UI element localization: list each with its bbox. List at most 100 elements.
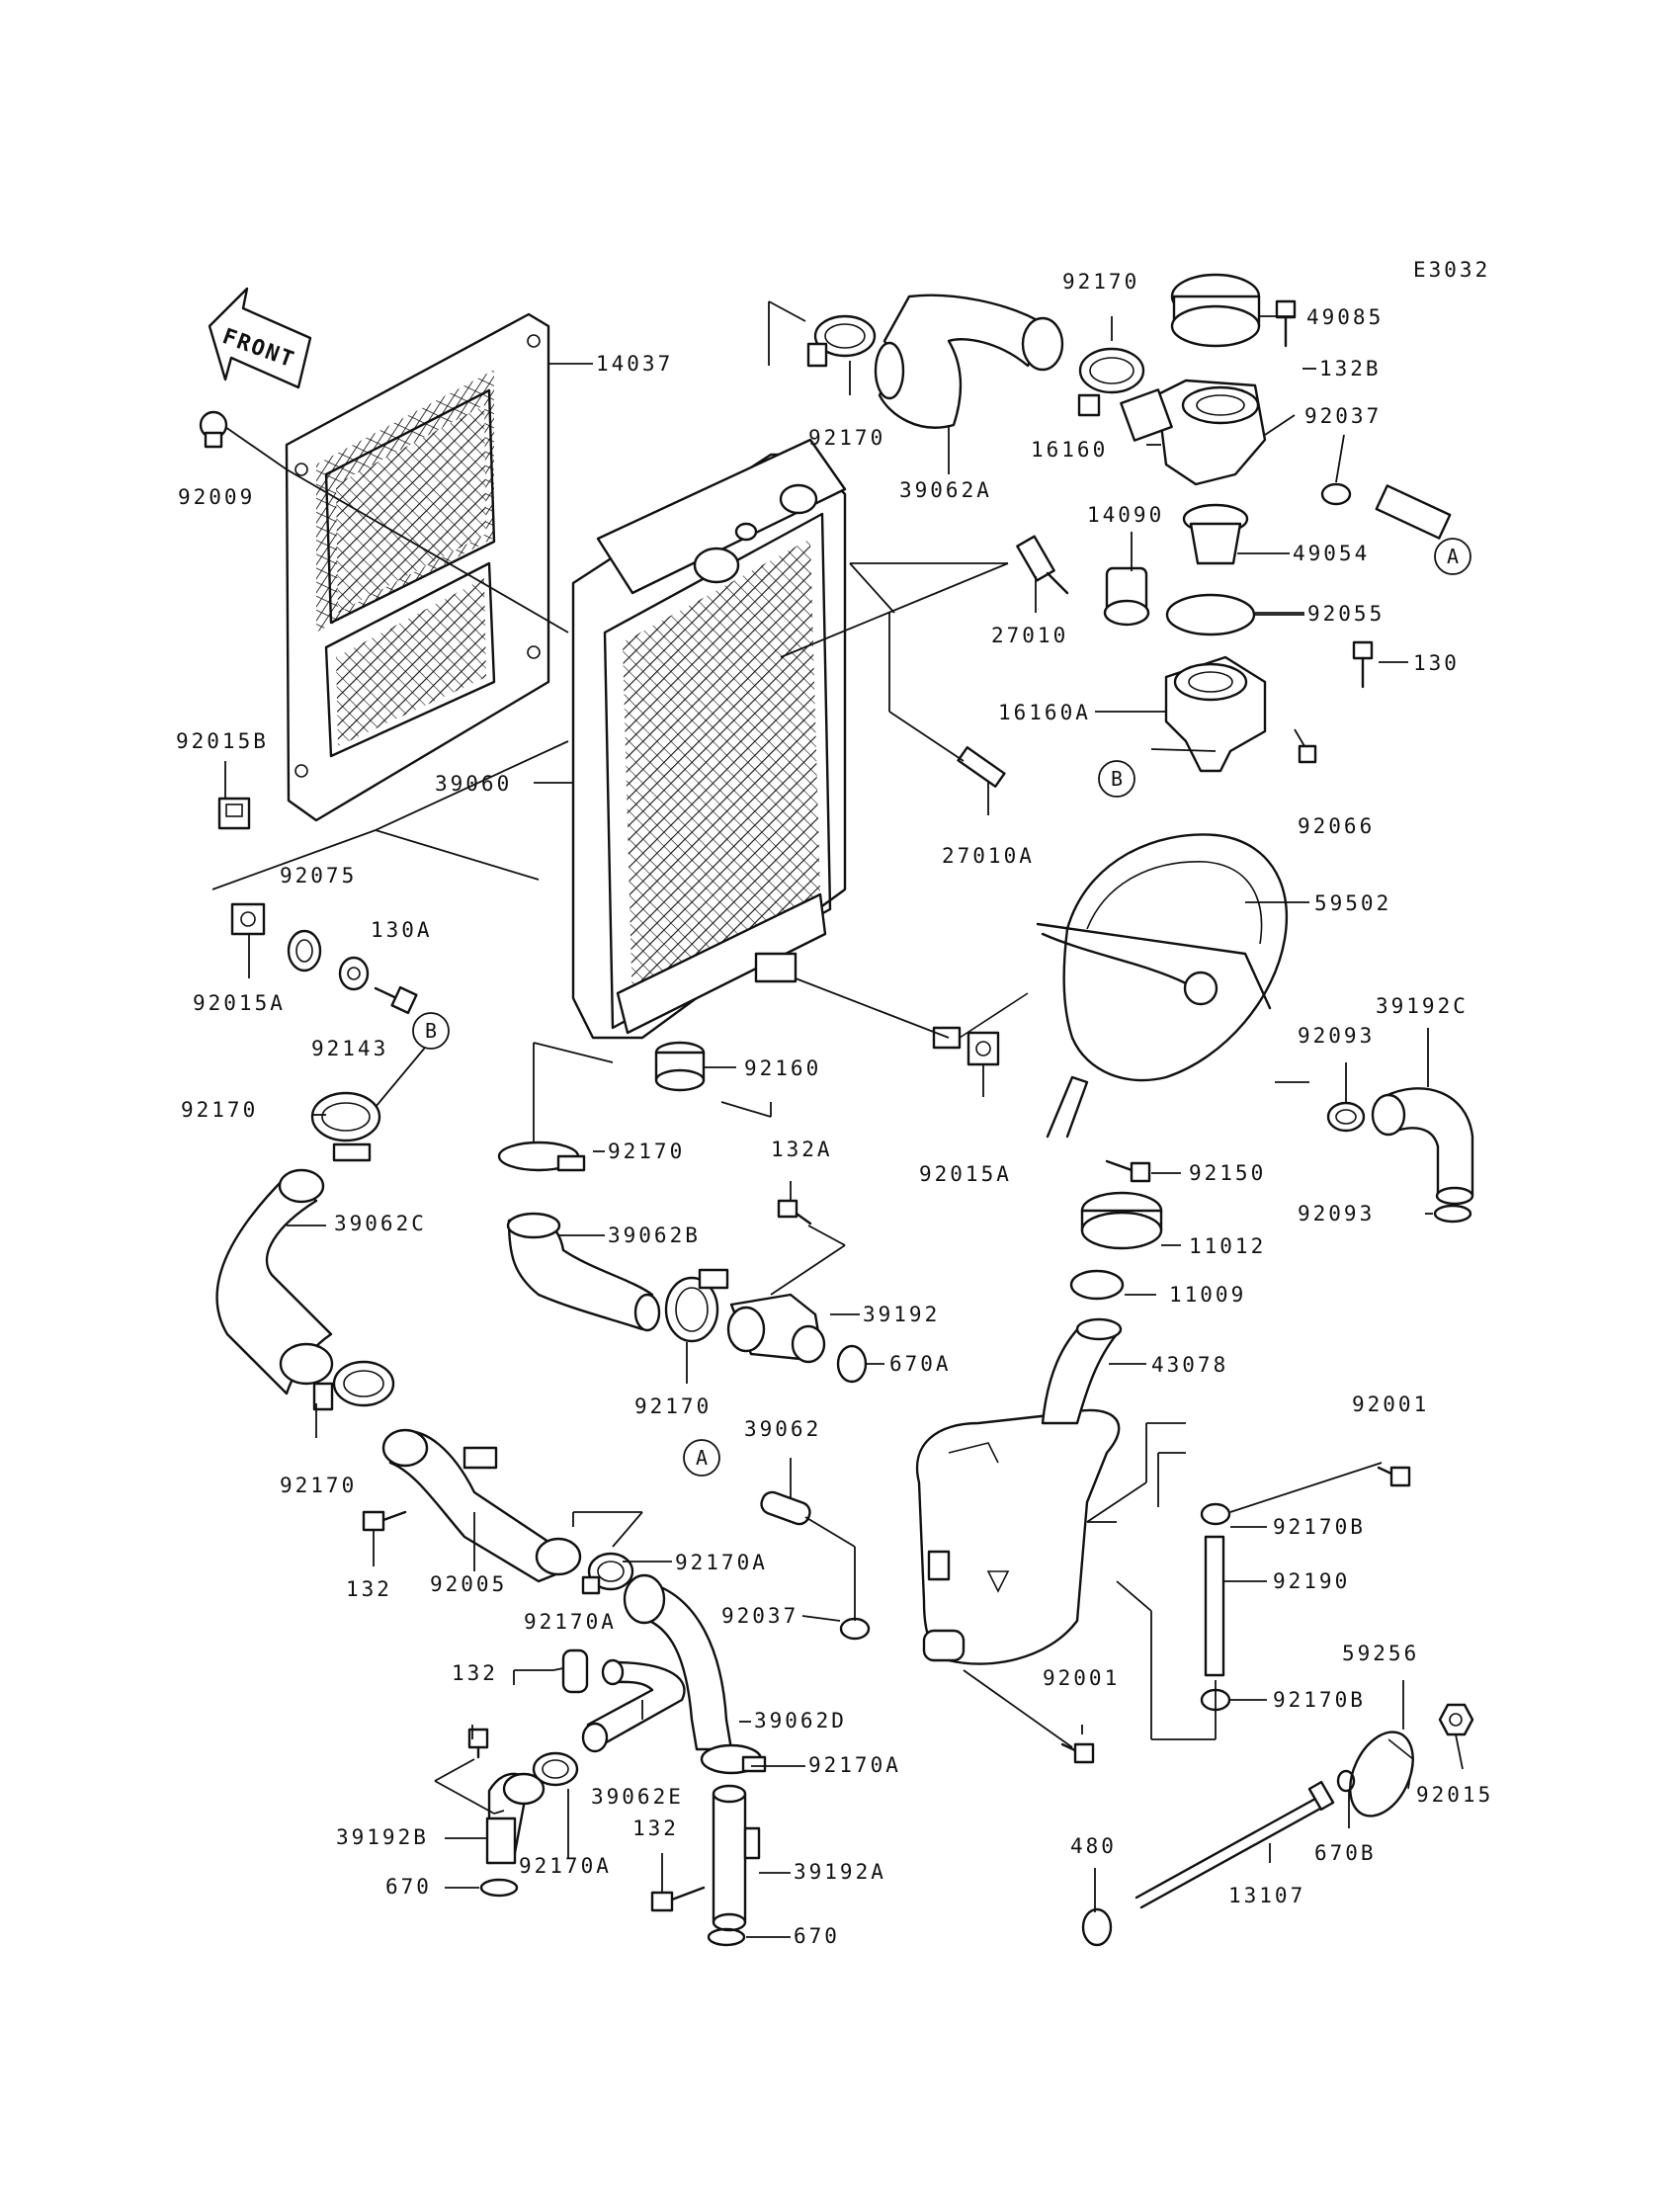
housing-16160A	[1164, 655, 1267, 773]
pipe-39192B	[485, 1772, 546, 1865]
label-92001-top: 92001	[1352, 1393, 1429, 1416]
label-92009: 92009	[178, 485, 255, 509]
impeller-59256	[1349, 1731, 1414, 1817]
label-92170B-bot: 92170B	[1273, 1688, 1366, 1712]
radiator-cap-49085	[1170, 273, 1261, 348]
label-92037-mid: 92037	[721, 1604, 798, 1628]
label-39062A: 39062A	[899, 478, 992, 502]
label-11012: 11012	[1189, 1234, 1266, 1258]
hose-39062C	[215, 1168, 334, 1395]
label-92170-mid: 92170	[608, 1140, 685, 1163]
cap-11012	[1080, 1191, 1163, 1250]
callout-A-right: A	[1434, 538, 1471, 575]
label-92015: 92015	[1416, 1783, 1493, 1807]
hose-pipe-small	[1375, 484, 1452, 540]
hose-clamp-92170B-top	[1200, 1502, 1231, 1526]
grommet-92093-b	[1433, 1204, 1472, 1224]
pipe-39192A	[712, 1784, 761, 1932]
svg-text:B: B	[1111, 767, 1123, 791]
label-132A: 132A	[771, 1138, 833, 1161]
o-ring-670-left	[479, 1878, 519, 1898]
label-92170-lower-left: 92170	[280, 1474, 357, 1497]
label-39192: 39192	[863, 1303, 940, 1326]
circlip-480	[1081, 1907, 1113, 1947]
collar-92143	[338, 956, 370, 991]
label-14037: 14037	[596, 352, 673, 376]
clip-92037-top	[1320, 482, 1352, 506]
pipe-39062	[760, 1490, 811, 1526]
radiator-screen	[285, 312, 550, 822]
pipe-39192	[726, 1293, 826, 1364]
radiator	[571, 438, 847, 1040]
hose-clamp-92170-top2	[1077, 347, 1145, 417]
hose-clamp-92170A-mid	[581, 1552, 634, 1595]
label-92170A-bottom: 92170A	[519, 1854, 612, 1878]
label-92055: 92055	[1307, 602, 1385, 626]
hose-39062D	[623, 1573, 733, 1751]
label-49054: 49054	[1293, 542, 1370, 565]
label-130: 130	[1413, 651, 1460, 675]
o-ring-670-bottom	[707, 1927, 746, 1947]
bolt-92066	[1298, 744, 1317, 764]
bolt-130A	[374, 985, 418, 1015]
label-39062D: 39062D	[754, 1709, 847, 1732]
label-92001-bot: 92001	[1043, 1666, 1120, 1690]
label-480: 480	[1070, 1834, 1117, 1858]
label-92170-c: 92170	[634, 1394, 712, 1418]
pipe-92005	[381, 1428, 582, 1583]
label-92160: 92160	[744, 1056, 821, 1080]
label-39062B: 39062B	[608, 1224, 701, 1247]
label-670-bottom: 670	[794, 1924, 840, 1948]
fan-59502	[932, 833, 1289, 1139]
label-16160: 16160	[1031, 438, 1108, 462]
hose-clamp-92170A-d	[700, 1743, 767, 1775]
label-92143: 92143	[311, 1037, 388, 1060]
label-92005: 92005	[430, 1572, 507, 1596]
label-92170A-mid: 92170A	[675, 1551, 768, 1574]
reservoir-tank-43078	[916, 1317, 1123, 1665]
callout-B-right: B	[1098, 760, 1135, 798]
label-11009: 11009	[1169, 1283, 1246, 1307]
svg-text:B: B	[425, 1019, 437, 1043]
label-13107: 13107	[1228, 1884, 1305, 1907]
label-92075: 92075	[280, 864, 357, 887]
label-27010: 27010	[991, 624, 1068, 647]
bolt-132-left	[362, 1510, 407, 1532]
label-670A: 670A	[889, 1352, 952, 1376]
nut-92015	[1438, 1703, 1474, 1736]
bolt-92001-bot	[1060, 1742, 1095, 1764]
label-92170B-top: 92170B	[1273, 1515, 1366, 1539]
label-39062: 39062	[744, 1417, 821, 1441]
label-43078: 43078	[1151, 1353, 1228, 1377]
tube-92190	[1204, 1535, 1225, 1677]
label-92015B: 92015B	[176, 729, 269, 753]
bolt-92150	[1105, 1159, 1151, 1183]
label-132B: 132B	[1319, 357, 1382, 380]
hose-clamp-92170-left	[310, 1091, 381, 1162]
grommet-92075	[287, 929, 322, 972]
label-92015A-left: 92015A	[193, 991, 286, 1015]
label-59256: 59256	[1342, 1642, 1419, 1665]
o-ring-670A	[836, 1344, 868, 1384]
label-39060: 39060	[435, 772, 512, 796]
label-132-lower: 132	[452, 1661, 498, 1685]
clip-92037-mid	[839, 1617, 871, 1641]
front-arrow-icon: FRONT	[208, 287, 312, 389]
cap-11009	[1069, 1269, 1125, 1301]
o-ring-92055	[1165, 593, 1256, 636]
svg-text:A: A	[696, 1446, 708, 1470]
bolt-132A	[777, 1199, 812, 1225]
callout-B-left: B	[412, 1012, 450, 1050]
grommet-92160	[654, 1041, 706, 1092]
label-39062E: 39062E	[591, 1785, 684, 1809]
pipe-39192C	[1371, 1087, 1474, 1206]
label-132-bottom: 132	[632, 1817, 679, 1840]
label-670B: 670B	[1314, 1841, 1377, 1865]
leader-lines	[211, 300, 1464, 1938]
label-92015A-mid: 92015A	[919, 1162, 1012, 1186]
bolt-132-bottom	[650, 1886, 706, 1912]
label-49085: 49085	[1306, 305, 1384, 329]
bolt-132-lower	[467, 1728, 489, 1759]
label-92150: 92150	[1189, 1161, 1266, 1185]
